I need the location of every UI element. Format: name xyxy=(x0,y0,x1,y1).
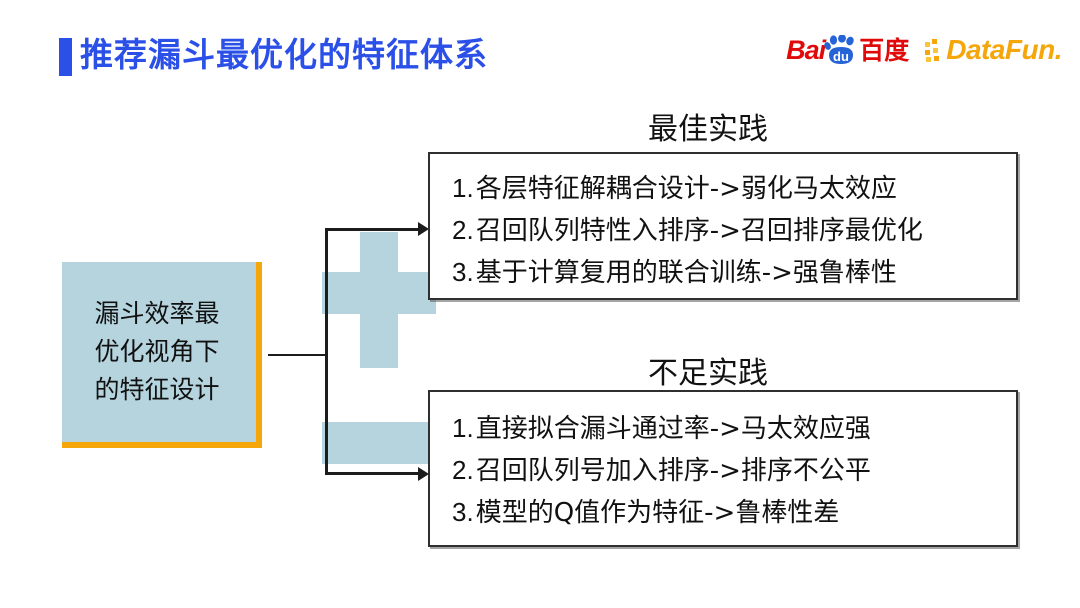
best-practices-box: 1. 各层特征解耦合设计->弱化马太效应 2. 召回队列特性入排序->召回排序最… xyxy=(428,152,1018,300)
list-item: 1. 各层特征解耦合设计->弱化马太效应 xyxy=(452,168,1016,210)
list-item-text: 召回队列号加入排序->排序不公平 xyxy=(475,456,871,486)
connector-bottom-branch xyxy=(325,472,425,475)
poor-practices-list: 1. 直接拟合漏斗通过率->马太效应强 2. 召回队列号加入排序->排序不公平 … xyxy=(430,392,1016,534)
heading-poor-practices: 不足实践 xyxy=(648,356,768,391)
list-item-index: 2. xyxy=(452,215,474,245)
title-accent-bar xyxy=(59,38,72,76)
heading-best-practices: 最佳实践 xyxy=(648,112,768,147)
list-item-text: 各层特征解耦合设计->弱化马太效应 xyxy=(475,174,897,204)
list-item: 3. 基于计算复用的联合训练->强鲁棒性 xyxy=(452,252,1016,294)
list-item: 1. 直接拟合漏斗通过率->马太效应强 xyxy=(452,408,1016,450)
list-item-text: 直接拟合漏斗通过率->马太效应强 xyxy=(475,414,871,444)
best-practices-list: 1. 各层特征解耦合设计->弱化马太效应 2. 召回队列特性入排序->召回排序最… xyxy=(430,154,1016,294)
poor-practices-box: 1. 直接拟合漏斗通过率->马太效应强 2. 召回队列号加入排序->排序不公平 … xyxy=(428,390,1018,547)
list-item-text: 召回队列特性入排序->召回排序最优化 xyxy=(475,216,923,246)
list-item-index: 1. xyxy=(452,413,474,443)
list-item-index: 2. xyxy=(452,455,474,485)
accent-bar-shape xyxy=(322,422,436,464)
arrow-head-bottom-icon xyxy=(418,467,429,481)
list-item-text: 模型的Q值作为特征->鲁棒性差 xyxy=(475,498,840,528)
datafun-wordmark: DataFun. xyxy=(946,34,1062,65)
source-node-label: 漏斗效率最 优化视角下 的特征设计 xyxy=(94,299,220,404)
page-title: 推荐漏斗最优化的特征体系 xyxy=(80,36,488,73)
slide-header: 推荐漏斗最优化的特征体系 Bai du 百度 xyxy=(0,0,1080,96)
logo-group: Bai du 百度 Da xyxy=(786,30,1062,70)
list-item: 3. 模型的Q值作为特征->鲁棒性差 xyxy=(452,492,1016,534)
list-item-text: 基于计算复用的联合训练->强鲁棒性 xyxy=(475,258,897,288)
list-item: 2. 召回队列号加入排序->排序不公平 xyxy=(452,450,1016,492)
list-item-index: 3. xyxy=(452,497,474,527)
datafun-dots-icon xyxy=(925,39,945,62)
datafun-logo: DataFun. xyxy=(925,34,1062,66)
svg-text:du: du xyxy=(833,49,849,64)
baidu-latin-text: Bai xyxy=(786,34,826,65)
list-item: 2. 召回队列特性入排序->召回排序最优化 xyxy=(452,210,1016,252)
baidu-hanzi-text: 百度 xyxy=(859,35,910,65)
list-item-index: 3. xyxy=(452,257,474,287)
baidu-paw-icon: du xyxy=(824,34,858,65)
connector-vertical xyxy=(325,228,328,475)
connector-stub xyxy=(268,354,326,356)
arrow-head-top-icon xyxy=(418,222,429,236)
plus-shape-horizontal xyxy=(322,272,436,314)
connector-top-branch xyxy=(325,228,425,231)
source-node: 漏斗效率最 优化视角下 的特征设计 xyxy=(62,262,262,448)
list-item-index: 1. xyxy=(452,173,474,203)
baidu-logo: Bai du 百度 xyxy=(786,34,909,66)
